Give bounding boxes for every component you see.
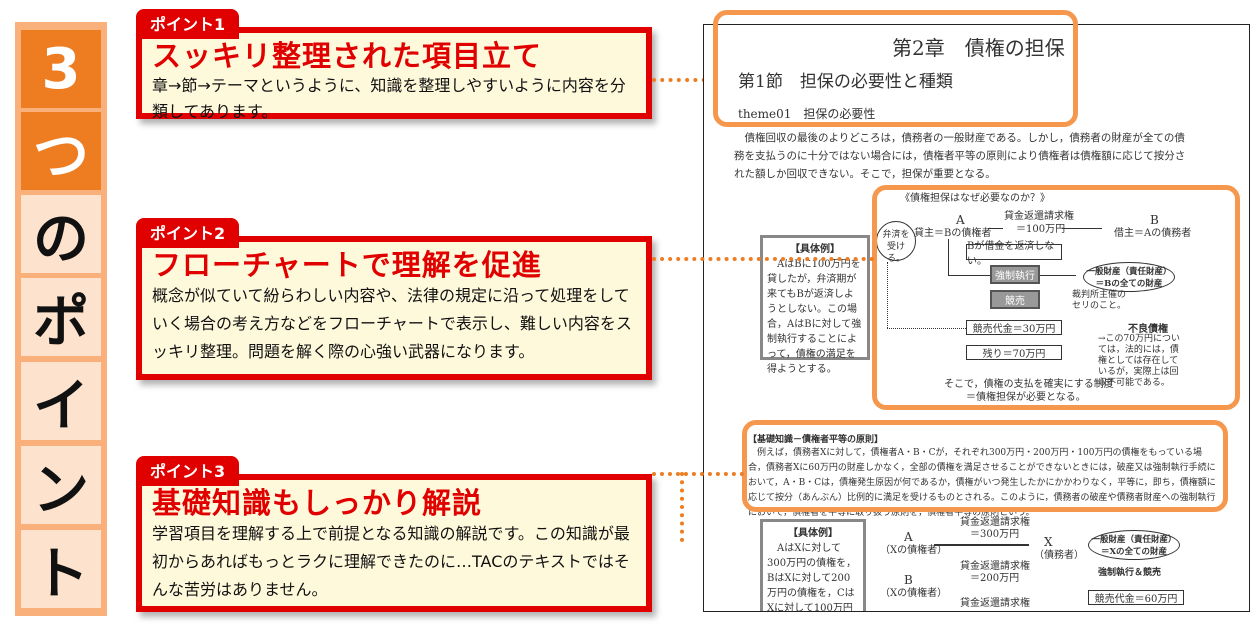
title-char: ン [21, 446, 101, 524]
flow-claim-amt: ＝100万円 [1016, 224, 1066, 235]
rest-box: 残り＝70万円 [966, 345, 1062, 360]
theme-title: theme01 担保の必要性 [738, 107, 876, 121]
bad-debt-note: →この70万円については，法的には，債権としては存在しているが，実際上は回収不可… [1098, 334, 1180, 388]
highlight-headings [713, 10, 1078, 127]
connector-2 [652, 257, 874, 261]
enforce-box: 強制執行 [990, 265, 1040, 284]
auction-note: 裁判所主催のセリのこと。 [1072, 290, 1127, 311]
connector-1 [652, 78, 714, 82]
auction-box: 競売 [990, 290, 1040, 309]
title-char: 3 [21, 30, 101, 108]
section-title: 第1節 担保の必要性と種類 [738, 72, 953, 92]
example-box-1: 【具体例】 AはBに100万円を貸したが，弁済期が来てもBが返済しようとしない。… [760, 235, 870, 375]
highlight-flowchart [872, 185, 1240, 410]
ex2-claim1: 貸金返還請求権 [960, 517, 1030, 528]
point-tab: ポイント1 [136, 9, 240, 39]
example-body: AはBに100万円を貸したが，弁済期が来てもBが返済しようとしない。この場合，A… [767, 259, 862, 375]
point-card-1: ポイント1 スッキリ整理された項目立て 章→節→テーマというように、知識を整理し… [136, 9, 652, 121]
point-heading: スッキリ整理された項目立て [152, 39, 543, 73]
conclusion-1: そこで，債権の支払を確実にする制度 [944, 379, 1114, 390]
title-char: イ [21, 362, 101, 440]
title-char: の [21, 195, 101, 273]
basic-knowledge-body: 例えば，債務者Xに対して，債権者A・B・Cが，それぞれ300万円・200万円・1… [748, 448, 1216, 518]
ex2-a-sub: （Xの債権者） [880, 545, 948, 556]
flow-a-sub: 貸主＝Bの債権者 [914, 228, 992, 239]
point-body: 学習項目を理解する上で前提となる知識の解説です。この知識が最初からあればもっとラ… [152, 524, 630, 599]
bad-debt-title: 不良債権 [1128, 324, 1168, 335]
textbook-page-sample: 第2章 債権の担保 第1節 担保の必要性と種類 theme01 担保の必要性 債… [703, 24, 1250, 612]
three-points-title-column: 3 つ の ポ イ ン ト [15, 22, 107, 616]
flow-title: 《債権担保はなぜ必要なのか？》 [900, 193, 1050, 204]
ex2-proceeds-box: 競売代金＝60万円 [1088, 590, 1184, 605]
title-char: ト [21, 530, 101, 608]
point-card-3: ポイント3 基礎知識もしっかり解説 学習項目を理解する上で前提となる知識の解説で… [136, 456, 652, 612]
ex2-x-sub: （債務者） [1034, 550, 1084, 561]
point-card-2: ポイント2 フローチャートで理解を促進 概念が似ていて紛らわしい内容や、法律の規… [136, 218, 652, 380]
flow-b-sub: 借主＝Aの債務者 [1114, 228, 1192, 239]
example-box-2: 【具体例】 AはXに対して300万円の債権を，BはXに対して200万円の債権を，… [760, 519, 866, 612]
highlight-basic-knowledge [742, 420, 1228, 512]
conclusion-2: ＝債権担保が必要となる。 [966, 392, 1086, 403]
ex2-b-sub: （Xの債権者） [880, 588, 948, 599]
point-tab: ポイント2 [136, 218, 240, 248]
example-body: AはXに対して300万円の債権を，BはXに対して200万円の債権を，CはXに対し… [767, 543, 857, 612]
ex2-claim1-amt: ＝300万円 [970, 529, 1020, 540]
chapter-title: 第2章 債権の担保 [892, 36, 1065, 60]
ex2-claim2-amt: ＝200万円 [970, 573, 1020, 584]
connector-3 [652, 472, 744, 476]
point-body: 概念が似ていて紛らわしい内容や、法律の規定に沿って処理をしていく場合の考え方など… [152, 286, 632, 361]
point-tab: ポイント3 [136, 456, 240, 486]
point-heading: 基礎知識もしっかり解説 [152, 486, 483, 520]
ex2-property-ellipse: 一般財産（責任財産）＝Xの全ての財産 [1088, 530, 1180, 560]
flow-b: B [1150, 213, 1159, 227]
intro-paragraph: 債権回収の最後のよりどころは，債務者の一般財産である。しかし，債務者の財産が全て… [734, 132, 1186, 180]
flow-claim: 貸金返還請求権 [1004, 211, 1074, 222]
ex2-claim3: 貸金返還請求権 [960, 598, 1030, 609]
ex2-b: B [904, 573, 913, 587]
ex2-x: X [1044, 535, 1053, 549]
example-title: 【具体例】 [788, 528, 838, 539]
title-char: ポ [21, 278, 101, 356]
proceeds-box: 競売代金＝30万円 [966, 320, 1062, 335]
ex2-a: A [904, 530, 913, 544]
flow-a: A [956, 213, 965, 227]
title-char: つ [21, 112, 101, 190]
ex2-claim2: 貸金返還請求権 [960, 561, 1030, 572]
connector-3-vertical [680, 472, 684, 542]
point-heading: フローチャートで理解を促進 [152, 248, 542, 282]
basic-knowledge-title: 【基礎知識－債権者平等の原則】 [748, 435, 884, 445]
example-title: 【具体例】 [790, 244, 840, 255]
point-body: 章→節→テーマというように、知識を整理しやすいように内容を分類してあります。 [152, 76, 626, 121]
ex2-enforce: 強制執行＆競売 [1098, 568, 1162, 578]
property-ellipse: 一般財産（責任財産）＝Bの全ての財産 [1083, 262, 1175, 292]
